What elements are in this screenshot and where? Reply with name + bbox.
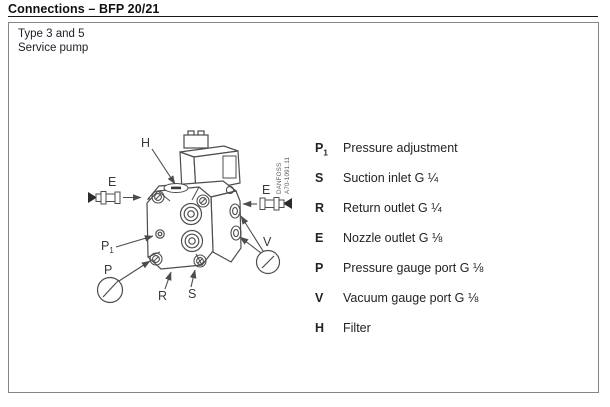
side-ports [229,203,242,241]
diagram-label-s: S [188,287,196,301]
legend-symbol: E [315,231,324,245]
danfoss-watermark-line1: DANFOSS [276,163,283,194]
diagram-label-r: R [158,289,167,303]
diagram-label-e-right: E [262,183,270,197]
legend-row-suction-inlet: S Suction inlet G ¼ [315,171,590,201]
legend-symbol: P1 [315,141,328,158]
center-ports [155,202,204,253]
diagram-label-e-left: E [108,175,116,189]
legend-row-pressure-adjustment: P1 Pressure adjustment [315,141,590,171]
legend-symbol: H [315,321,325,335]
leader-lines [115,148,264,290]
vacuum-gauge-symbol [255,249,281,275]
title-rule [8,16,598,17]
pressure-gauge-symbol [96,276,124,304]
legend-symbol: S [315,171,324,185]
legend-description: Pressure gauge port G ⅛ [343,261,484,275]
nozzle-fitting-left [88,191,142,205]
solenoid-coil [179,130,241,193]
legend-symbol: V [315,291,324,305]
legend-description: Vacuum gauge port G ⅛ [343,291,479,305]
pump-type-line1: Type 3 and 5 [18,28,85,40]
diagram-label-v: V [263,235,272,249]
legend-description: Filter [343,321,371,335]
legend-description: Nozzle outlet G ⅛ [343,231,443,245]
connection-legend: P1 Pressure adjustment S Suction inlet G… [315,141,590,351]
legend-row-vacuum-gauge-port: V Vacuum gauge port G ⅛ [315,291,590,321]
legend-description: Return outlet G ¼ [343,201,442,215]
diagram-label-p1: P1 [101,239,114,255]
filter-cover [163,183,189,193]
legend-row-nozzle-outlet: E Nozzle outlet G ⅛ [315,231,590,261]
legend-symbol: P [315,261,324,275]
nozzle-fitting-right [242,197,292,211]
pump-type-note: Type 3 and 5 Service pump [18,27,88,55]
legend-symbol: R [315,201,325,215]
diagram-label-p: P [104,263,112,277]
diagram-label-h: H [141,136,150,150]
legend-row-filter: H Filter [315,321,590,351]
legend-row-pressure-gauge-port: P Pressure gauge port G ⅛ [315,261,590,291]
legend-row-return-outlet: R Return outlet G ¼ [315,201,590,231]
content-panel [8,22,599,393]
danfoss-watermark-line2: A70-1091.11 [284,156,291,194]
pump-body [146,180,242,270]
corner-screws [149,185,235,268]
page-title: Connections – BFP 20/21 [8,2,160,16]
pump-type-line2: Service pump [18,42,89,54]
legend-description: Pressure adjustment [343,141,458,155]
legend-description: Suction inlet G ¼ [343,171,439,185]
